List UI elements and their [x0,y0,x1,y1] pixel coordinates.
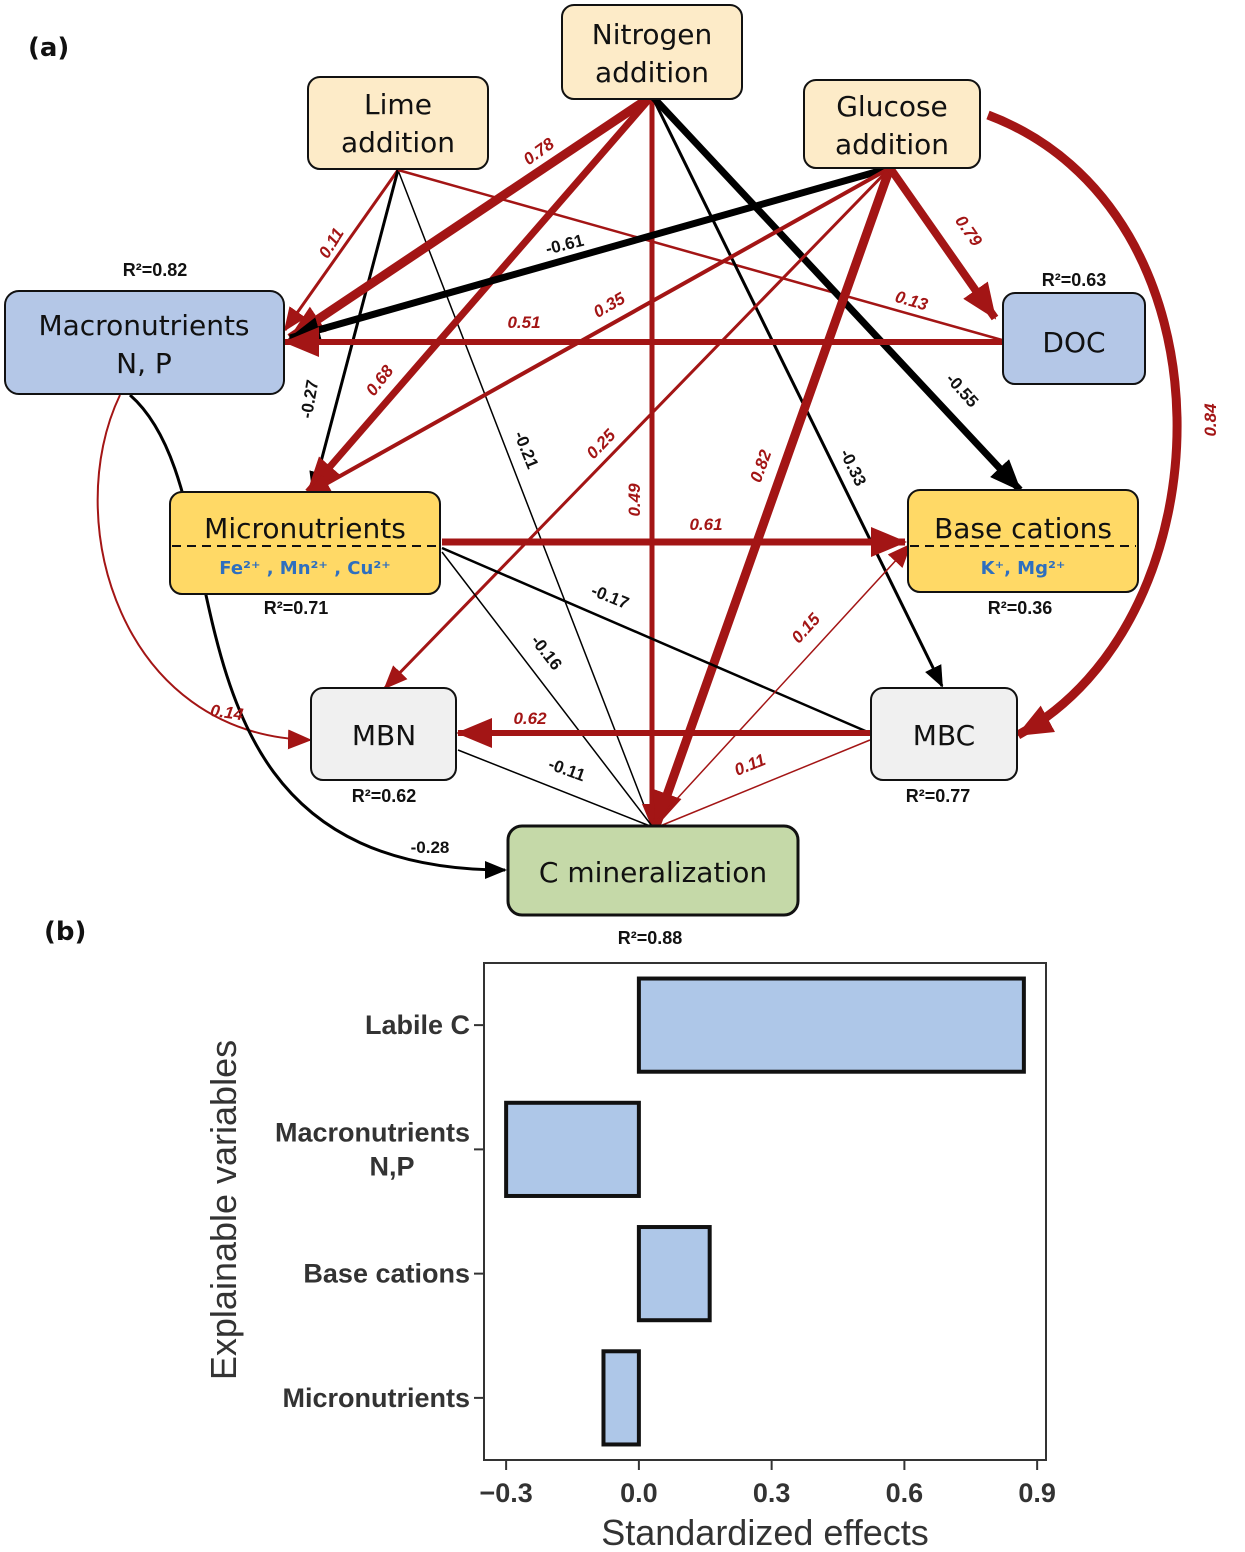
node-macro-line2: N, P [116,347,172,380]
x-tick-label-2: 0.3 [753,1478,791,1508]
bar-2 [636,1225,712,1323]
edge-n-macro [287,92,655,342]
coef-g-doc: 0.79 [951,212,986,250]
category-label-1-line0: Macronutrients [275,1117,470,1147]
edge-n-base [649,93,1023,493]
node-mbn: MBN R²=0.62 [310,687,457,806]
node-doc: DOC R²=0.63 [1002,270,1146,385]
node-c-mineralization: C mineralization R²=0.88 [506,824,800,948]
node-base-cations: Base cations K⁺, Mg²⁺ R²=0.36 [907,489,1139,618]
edge-g-doc [886,165,999,321]
x-tick-label-0: −0.3 [479,1478,532,1508]
edge-mbc-base [651,543,912,827]
node-glucose-line1: Glucose [836,90,948,123]
node-base-r2: R²=0.36 [988,598,1053,618]
coef-micro-cmin: -0.16 [527,631,566,673]
bar-3 [601,1349,641,1447]
node-lime-line2: addition [341,126,455,159]
edge-mbn-cmin [457,749,651,827]
edge-lime-macro [283,169,400,332]
y-axis-title: Explainable variables [203,1040,244,1380]
coef-mbc-cmin: 0.11 [732,750,769,780]
edges [96,92,1182,879]
node-cmin-r2: R²=0.88 [618,928,683,948]
bars [504,976,1026,1447]
node-base-label: Base cations [934,512,1112,545]
coef-micro-mbc: -0.17 [589,581,632,613]
coef-lime-micro: -0.27 [297,378,322,419]
coef-mbc-mbn: 0.62 [513,709,547,728]
path-diagram: 0.11 -0.27 -0.21 0.13 0.78 0.68 0.49 -0.… [4,4,1220,948]
x-tick-label-4: 0.9 [1018,1478,1056,1508]
coef-n-base: -0.55 [942,370,982,412]
node-macro-r2: R²=0.82 [123,260,188,280]
edge-g-mbc [986,110,1182,739]
category-label-3: Micronutrients [282,1383,470,1413]
node-mbn-label: MBN [352,719,416,752]
edge-g-cmin [651,166,895,828]
node-doc-r2: R²=0.63 [1042,270,1107,290]
node-nitrogen-line2: addition [595,56,709,89]
coef-n-cmin: 0.49 [625,483,644,517]
x-tick-label-3: 0.6 [886,1478,924,1508]
node-mbn-r2: R²=0.62 [352,786,417,806]
node-doc-label: DOC [1042,326,1105,359]
node-micronutrients: Micronutrients Fe²⁺ , Mn²⁺ , Cu²⁺ R²=0.7… [169,491,441,618]
node-nitrogen-addition: Nitrogen addition [561,4,743,100]
edge-n-mbc [650,95,944,688]
node-glucose-addition: Glucose addition [803,79,981,169]
node-lime-addition: Lime addition [307,76,489,170]
node-macro-line1: Macronutrients [38,309,249,342]
coef-mbn-cmin: -0.11 [546,754,588,785]
node-glucose-line2: addition [835,128,949,161]
coef-g-cmin: 0.82 [746,447,775,485]
edge-n-micro [305,93,655,495]
node-micro-r2: R²=0.71 [264,598,329,618]
plot-frame [483,962,1047,1461]
coef-g-mbc: 0.84 [1201,403,1220,437]
bar-0 [636,976,1026,1074]
coef-lime-cmin: -0.21 [510,428,542,471]
panel-b-label: (b) [44,917,86,947]
x-tick-label-1: 0.0 [620,1478,658,1508]
edge-mbc-cmin [659,739,871,827]
node-mbc-label: MBC [913,719,975,752]
edge-micro-mbc [441,546,871,735]
edge-g-macro [288,164,891,343]
node-micro-label: Micronutrients [204,512,406,545]
coef-doc-macro: 0.51 [507,313,540,332]
node-cmin-label: C mineralization [539,856,767,889]
edge-lime-micro [309,169,400,494]
coef-g-mbn: 0.25 [583,425,620,462]
coef-micro-base: 0.61 [689,515,722,534]
edge-macro-cmin [129,393,507,879]
coef-macro-mbn: 0.14 [209,701,245,724]
node-base-ions: K⁺, Mg²⁺ [981,558,1066,579]
bar-1 [504,1100,641,1198]
category-label-0: Labile C [365,1010,470,1040]
node-lime-line1: Lime [364,88,432,121]
coef-lime-macro: 0.11 [315,225,348,262]
edge-micro-cmin [441,551,653,827]
panel-a-label: (a) [28,33,69,63]
category-label-2: Base cations [303,1259,470,1289]
node-macronutrients: Macronutrients N, P R²=0.82 [4,260,285,395]
node-nitrogen-line1: Nitrogen [592,18,712,51]
edge-g-mbn [383,166,892,690]
edge-g-micro [306,166,891,496]
node-mbc: MBC R²=0.77 [870,687,1018,806]
x-axis-title: Standardized effects [601,1512,929,1552]
node-micro-ions: Fe²⁺ , Mn²⁺ , Cu²⁺ [219,558,390,579]
coef-macro-cmin: -0.28 [411,838,450,857]
edge-macro-mbn [96,394,312,750]
coef-mbc-base: 0.15 [788,609,825,647]
nodes: Nitrogen addition Lime addition Glucose … [4,4,1146,948]
category-label-1-line1: N,P [369,1151,414,1181]
node-mbc-r2: R²=0.77 [906,786,971,806]
edge-lime-cmin [397,169,653,827]
x-axis: −0.3 0.0 0.3 0.6 0.9 [479,1460,1056,1508]
